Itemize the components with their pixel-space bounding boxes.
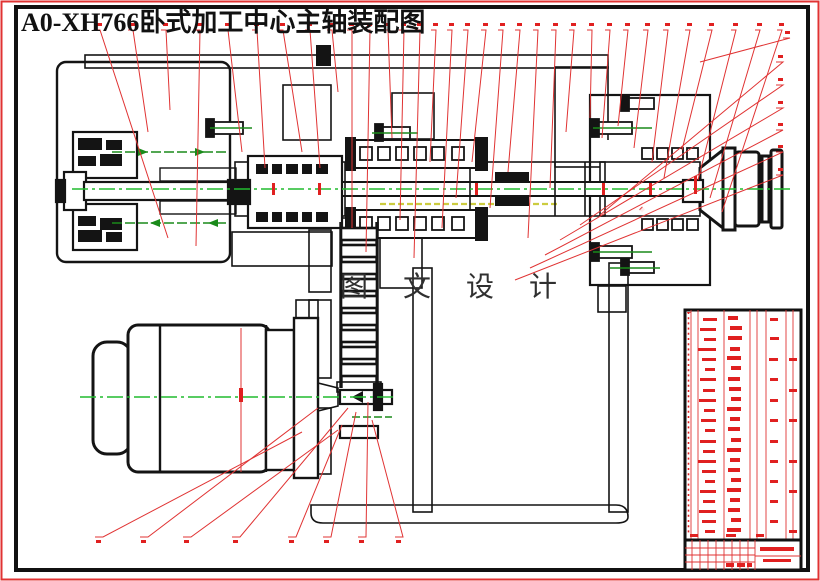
leader-lines-top	[95, 23, 784, 259]
callout-number-marks-right	[778, 31, 790, 171]
bom-table	[683, 308, 803, 542]
drawing-title: A0-XH766卧式加工中心主轴装配图	[21, 8, 425, 37]
callout-number-marks-top	[97, 23, 784, 26]
tool-clamp-mechanism	[54, 130, 344, 252]
motor	[91, 316, 320, 480]
leader-lines-bottom	[95, 328, 404, 543]
bearing-rows	[345, 137, 699, 241]
title-block-text-blobs	[726, 547, 794, 567]
title-block	[683, 538, 803, 572]
bom-text-blobs	[690, 316, 797, 537]
leader-lines-right	[514, 31, 791, 281]
centerline-red-ticks	[272, 176, 697, 195]
centerlines	[72, 127, 792, 418]
callout-number-marks-bottom	[96, 540, 401, 543]
belt-drive	[339, 222, 379, 388]
watermark: 图 文 设 计	[340, 271, 571, 303]
